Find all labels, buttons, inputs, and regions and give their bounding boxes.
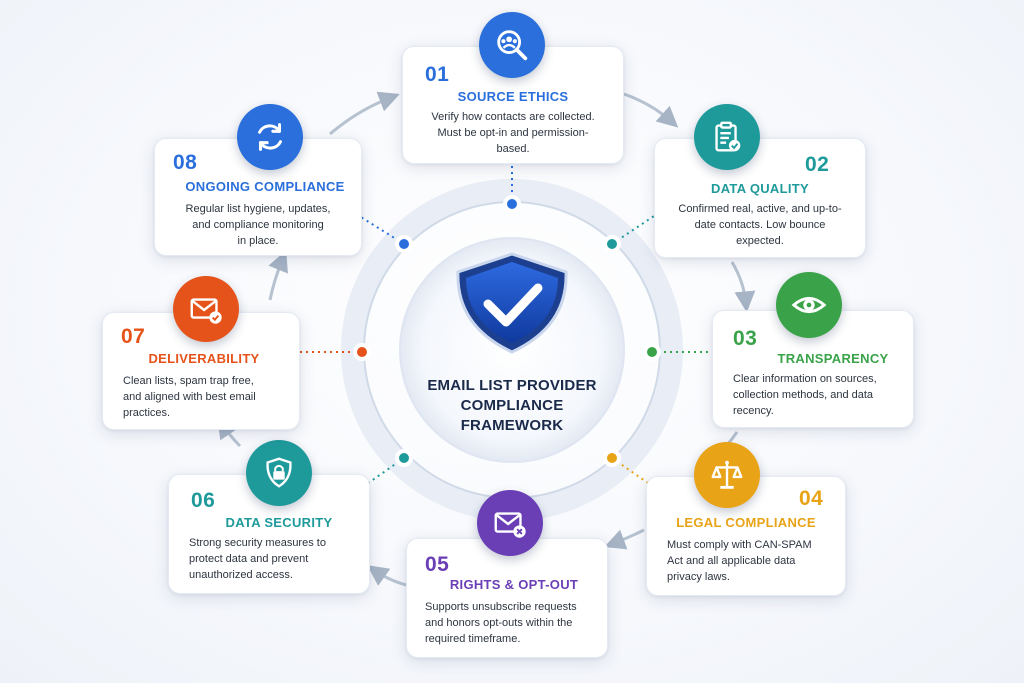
step-card-02: 02 DATA QUALITY Confirmed real, active, … (654, 138, 866, 258)
arrow-08-01 (329, 91, 400, 136)
step-description: Regular list hygiene, updates, and compl… (169, 201, 347, 249)
desc-line: Act and all applicable data (667, 555, 796, 567)
ring-node-03 (643, 343, 661, 361)
ring-node-07 (353, 343, 371, 361)
arrow-01-02 (623, 92, 679, 128)
step-number: 07 (121, 325, 146, 348)
center-title: EMAIL LIST PROVIDER COMPLIANCE FRAMEWORK (402, 376, 622, 436)
step-title: LEGAL COMPLIANCE (676, 515, 816, 530)
step-number: 01 (425, 63, 450, 86)
arrow-04-05 (604, 528, 645, 550)
desc-line: recency. (733, 405, 774, 417)
desc-line: unauthorized access. (189, 569, 293, 581)
step-description: Clean lists, spam trap free, and aligned… (123, 373, 285, 421)
desc-line: Confirmed real, active, and up-to- (678, 203, 842, 215)
ring-node-02 (603, 235, 621, 253)
connector-02 (611, 211, 661, 245)
center-title-line-2: COMPLIANCE (460, 397, 564, 414)
step-title: ONGOING COMPLIANCE (185, 179, 345, 194)
ring-node-08 (395, 235, 413, 253)
scales-icon (694, 442, 760, 508)
desc-line: protect data and prevent (189, 553, 309, 565)
center-title-line-1: EMAIL LIST PROVIDER (427, 377, 597, 394)
desc-line: and compliance monitoring (192, 219, 324, 231)
desc-line: privacy laws. (667, 571, 730, 583)
shield-check-icon (456, 252, 568, 354)
desc-line: Clear information on sources, (733, 373, 877, 385)
step-card-05: 05 RIGHTS & OPT-OUT Supports unsubscribe… (406, 538, 608, 658)
ring-node-01 (503, 195, 521, 213)
desc-line: Regular list hygiene, updates, (185, 203, 331, 215)
step-number: 06 (191, 489, 216, 512)
clipboard-check-icon (694, 104, 760, 170)
arrow-07-08 (268, 250, 288, 301)
desc-line: date contacts. Low bounce (694, 219, 826, 231)
desc-line: Verify how contacts are collected. (431, 111, 595, 123)
step-number: 03 (733, 327, 758, 350)
arrow-02-03 (730, 261, 756, 313)
desc-line: Strong security measures to (189, 537, 326, 549)
step-title: SOURCE ETHICS (457, 89, 569, 104)
step-description: Supports unsubscribe requests and honors… (425, 599, 593, 647)
eye-icon (776, 272, 842, 338)
step-number: 08 (173, 151, 198, 174)
cycle-arrows (217, 91, 756, 587)
step-title: RIGHTS & OPT-OUT (449, 577, 579, 592)
step-title: DATA QUALITY (711, 181, 809, 196)
desc-line: Supports unsubscribe requests (425, 601, 577, 613)
desc-line: and honors opt-outs within the (425, 617, 573, 629)
step-title: TRANSPARENCY (777, 351, 889, 366)
step-number: 04 (799, 487, 824, 510)
desc-line: in place. (237, 235, 279, 247)
step-number: 05 (425, 553, 450, 576)
connector-06 (363, 457, 405, 487)
desc-line: Must comply with CAN-SPAM (667, 539, 812, 551)
step-number: 02 (805, 153, 830, 176)
step-title: DATA SECURITY (225, 515, 333, 530)
envelope-check-icon (173, 276, 239, 342)
desc-line: expected. (736, 235, 784, 247)
ring-node-06 (395, 449, 413, 467)
step-description: Strong security measures to protect data… (189, 535, 355, 583)
desc-line: Must be opt-in and permission- (437, 127, 589, 139)
step-title: DELIVERABILITY (148, 351, 260, 366)
desc-line: based. (496, 143, 530, 155)
envelope-x-icon (477, 490, 543, 556)
desc-line: and aligned with best email (123, 391, 256, 403)
desc-line: collection methods, and data (733, 389, 874, 401)
step-description: Must comply with CAN-SPAM Act and all ap… (667, 537, 831, 585)
shield-lock-icon (246, 440, 312, 506)
desc-line: required timeframe. (425, 633, 521, 645)
desc-line: Clean lists, spam trap free, (123, 375, 254, 387)
step-description: Verify how contacts are collected. Must … (417, 109, 609, 157)
step-description: Confirmed real, active, and up-to- date … (669, 201, 851, 249)
arrow-05-06 (367, 565, 407, 587)
refresh-icon (237, 104, 303, 170)
step-description: Clear information on sources, collection… (733, 371, 899, 419)
user-group-search-icon (479, 12, 545, 78)
center-title-line-3: FRAMEWORK (460, 417, 564, 434)
ring-node-04 (603, 449, 621, 467)
desc-line: practices. (123, 407, 171, 419)
step-card-04: 04 LEGAL COMPLIANCE Must comply with CAN… (646, 476, 846, 596)
